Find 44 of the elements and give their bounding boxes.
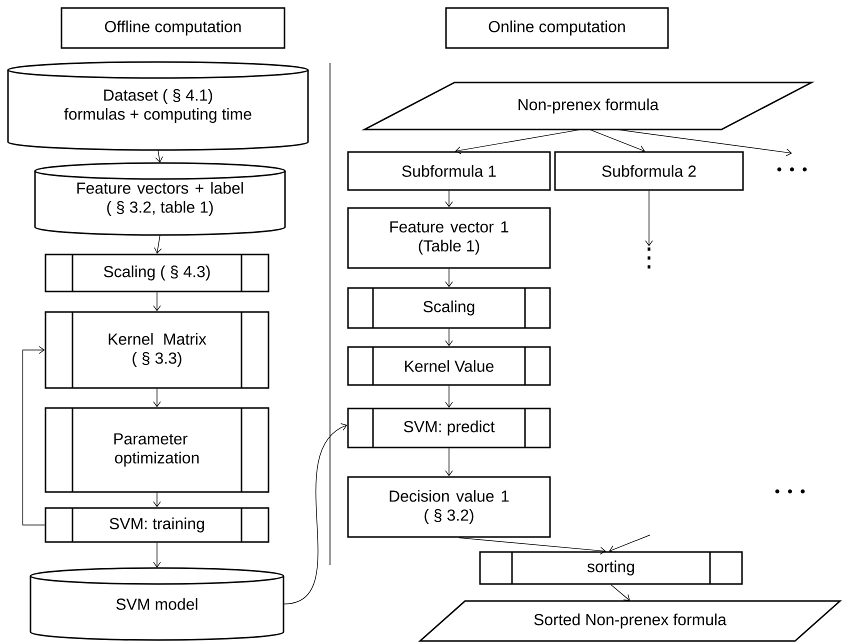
database-cylinder: SVM model [30, 567, 284, 641]
database-cylinder: Dataset ( § 4.1) formulas + computing time [7, 61, 309, 151]
arrow [153, 492, 161, 508]
arrow [445, 448, 453, 476]
predefined-process-box: Parameter optimization [44, 407, 270, 493]
arrow [445, 385, 453, 408]
arrow [618, 129, 792, 156]
node-label: Dataset ( § 4.1) [104, 89, 212, 104]
arrow [458, 537, 606, 555]
process-box: Decision value 1 ( § 3.2) [347, 476, 551, 538]
arrow [455, 129, 580, 154]
arrow [645, 190, 653, 246]
predefined-process-box: Scaling ( § 4.3) [44, 254, 270, 292]
node-label: SVM model [116, 598, 198, 610]
arrow [609, 534, 650, 553]
heading-box: Offline computation [60, 7, 286, 49]
ellipsis: ⋮ [648, 248, 650, 268]
predefined-process-box: SVM: training [44, 507, 270, 543]
database-cylinder: Feature vectors + label ( § 3.2, table 1) [34, 162, 286, 236]
heading-box: Online computation [445, 7, 669, 49]
arrow [155, 150, 163, 163]
arrow [154, 234, 162, 254]
arrow [153, 388, 161, 408]
arrow [153, 542, 161, 568]
arrow [283, 423, 348, 604]
predefined-process-box: Kernel Matrix ( § 3.3) [44, 311, 270, 389]
process-box: Subformula 2 [554, 151, 744, 191]
predefined-process-box: Scaling [347, 287, 551, 329]
process-box: Feature vector 1 (Table 1) [347, 207, 551, 269]
arrow [610, 584, 630, 601]
node-label: formulas + computing time [64, 108, 252, 123]
ellipsis: • • • [777, 167, 807, 172]
predefined-process-box: SVM: predict [347, 408, 551, 448]
arrow [445, 328, 453, 346]
node-label: Feature vectors + label ( § 3.2, table 1) [77, 182, 243, 216]
arrow [590, 129, 645, 153]
arrow [153, 292, 161, 312]
arrow [445, 190, 453, 208]
ellipsis: • • • [775, 489, 805, 494]
predefined-process-box: sorting [479, 551, 743, 585]
process-box: Subformula 1 [347, 151, 551, 191]
arrow [445, 268, 453, 288]
arrow [22, 346, 46, 526]
predefined-process-box: Kernel Value [347, 346, 551, 386]
